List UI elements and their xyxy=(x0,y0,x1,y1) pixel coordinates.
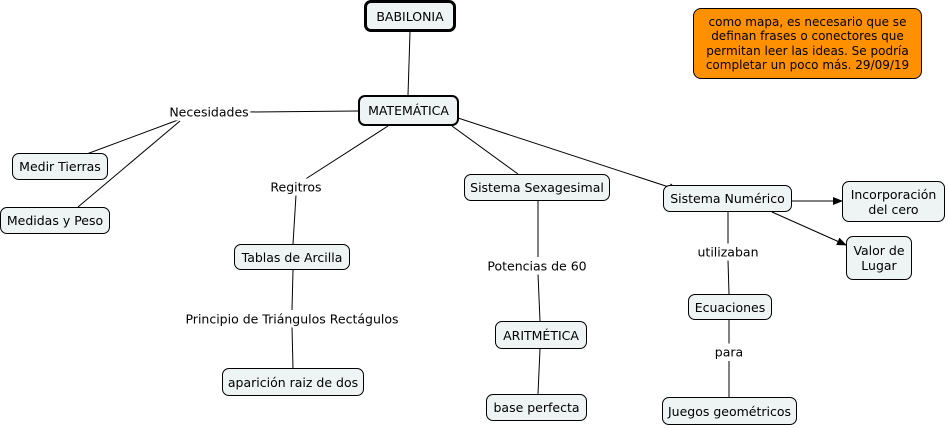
edge-matematica-sexagesimal xyxy=(451,125,519,175)
node-juegos-geometricos[interactable]: Juegos geométricos xyxy=(662,397,797,425)
node-medidas-peso[interactable]: Medidas y Peso xyxy=(0,207,110,234)
edge-numerico-valor xyxy=(771,211,847,246)
node-medir-tierras[interactable]: Medir Tierras xyxy=(12,153,108,180)
edge-matematica-necesidades xyxy=(247,110,359,113)
link-potencias-60[interactable]: Potencias de 60 xyxy=(485,257,589,275)
node-babilonia[interactable]: BABILONIA xyxy=(364,0,456,32)
edge-aritmetica-base xyxy=(537,348,541,395)
node-base-perfecta[interactable]: base perfecta xyxy=(486,394,587,421)
edge-necesidades-medidas xyxy=(77,120,181,208)
node-valor-lugar[interactable]: Valor de Lugar xyxy=(846,236,912,280)
edge-matematica-numerico xyxy=(457,117,679,192)
edge-utilizaban-ecuaciones xyxy=(727,259,730,295)
node-aparicion-raiz[interactable]: aparición raiz de dos xyxy=(222,368,364,396)
link-principio-triangulos[interactable]: Principio de Triángulos Rectágulos xyxy=(183,310,401,328)
edge-regitros-tablas xyxy=(292,194,297,245)
node-matematica[interactable]: MATEMÁTICA xyxy=(358,95,459,126)
node-sistema-numerico[interactable]: Sistema Numérico xyxy=(663,185,792,212)
edge-necesidades-medir xyxy=(83,119,179,156)
edge-principio-aparicion xyxy=(291,326,294,370)
edge-potencias-aritmetica xyxy=(537,273,541,322)
node-aritmetica[interactable]: ARITMÉTICA xyxy=(495,321,587,349)
link-utilizaban[interactable]: utilizaban xyxy=(695,243,761,261)
node-ecuaciones[interactable]: Ecuaciones xyxy=(688,294,772,320)
node-tablas-arcilla[interactable]: Tablas de Arcilla xyxy=(234,244,350,270)
link-para[interactable]: para xyxy=(712,343,746,361)
node-sistema-sexagesimal[interactable]: Sistema Sexagesimal xyxy=(464,174,610,201)
node-incorporacion-cero[interactable]: Incorporación del cero xyxy=(842,181,945,222)
edge-babilonia-matematica xyxy=(407,31,411,96)
edge-matematica-regitros xyxy=(303,125,389,181)
reviewer-note[interactable]: como mapa, es necesario que se definan f… xyxy=(693,8,922,79)
edge-tablas-principio xyxy=(291,269,294,311)
link-regitros[interactable]: Regitros xyxy=(268,178,324,196)
link-necesidades[interactable]: Necesidades xyxy=(167,103,251,121)
